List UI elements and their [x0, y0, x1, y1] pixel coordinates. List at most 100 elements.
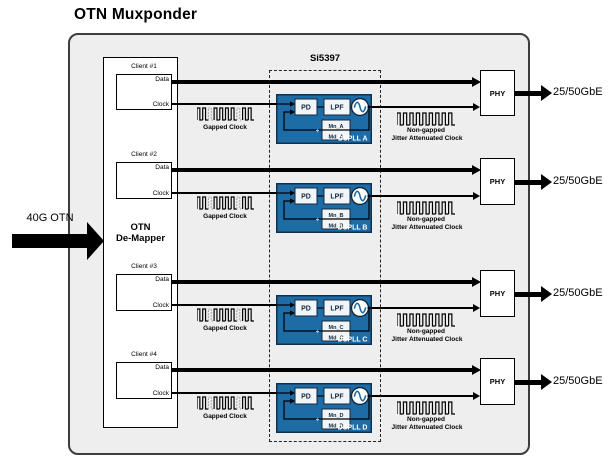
client-data-port-label: Data: [155, 164, 169, 171]
phase-detector-label: PD: [301, 306, 311, 313]
clock-line: [172, 192, 276, 194]
phase-detector-label: PD: [301, 194, 311, 201]
phase-detector-box: [294, 187, 318, 205]
data-arrowhead-icon: [472, 277, 481, 287]
m-numerator-label: Mn_B: [329, 213, 344, 219]
otn-demapper-label: OTN De-Mapper: [103, 222, 178, 244]
dspll-output-line: [372, 106, 474, 108]
client-clock-port-label: Clock: [152, 101, 169, 108]
divide-symbol: ÷: [316, 329, 320, 335]
dspll-output-line: [372, 307, 474, 309]
gapped-clock-label: Gapped Clock: [203, 325, 247, 332]
gapped-clock-waveform-icon: [197, 196, 254, 210]
phy-output-line: [515, 291, 542, 297]
loop-filter-label: LPF: [330, 306, 344, 313]
divide-symbol: ÷: [316, 417, 320, 423]
loop-filter-label: LPF: [330, 394, 344, 401]
gapped-clock-waveform-icon: [197, 308, 254, 322]
nongapped-clock-waveform-icon: [397, 112, 455, 126]
client-label: Client #3: [131, 263, 157, 270]
loop-filter-label: LPF: [330, 194, 344, 201]
dspll-name-label: DSPLL C: [338, 337, 368, 344]
output-node-dot: [367, 105, 371, 109]
diagram-title: OTN Muxponder: [74, 6, 198, 23]
pd-input-arrowhead-icon: [290, 302, 295, 308]
m-numerator-label: Mn_A: [329, 124, 344, 130]
si5397-chip-outline: [269, 70, 381, 442]
data-arrowhead-icon: [472, 165, 481, 175]
output-arrowhead-icon: [541, 373, 552, 390]
phy-box: PHY: [480, 70, 515, 116]
phase-detector-label: PD: [301, 394, 311, 401]
m-numerator-label: Mn_C: [329, 325, 344, 331]
phy-box: PHY: [480, 158, 515, 205]
phy-output-line: [515, 379, 542, 385]
m-denominator-label: Md_D: [329, 423, 344, 429]
gapped-clock-label: Gapped Clock: [203, 413, 247, 420]
output-node-dot: [367, 394, 371, 398]
client-clock-port-label: Clock: [152, 190, 169, 197]
clock-line: [172, 103, 276, 105]
client-box: Data Clock: [116, 74, 172, 110]
loop-filter-box: [323, 98, 351, 116]
data-arrowhead-icon: [472, 77, 481, 87]
loop-filter-box: [323, 387, 351, 405]
client-box: Data Clock: [116, 274, 172, 311]
nongapped-label-line2: Jitter Attenuated Clock: [391, 224, 463, 231]
phy-clock-arrowhead-icon: [473, 392, 480, 400]
dspll-output-line: [372, 195, 474, 197]
m-denominator-label: Md_B: [329, 223, 344, 229]
output-arrowhead-icon: [541, 84, 552, 101]
nongapped-label-line1: Non-gapped: [407, 328, 445, 335]
nongapped-clock-waveform-icon: [397, 401, 455, 415]
data-line: [172, 368, 472, 372]
dspll-block: PD LPF ÷ Mn_A Md_A DSPLL A: [276, 94, 372, 144]
phy-clock-arrowhead-icon: [473, 103, 480, 111]
dspll-output-line: [372, 395, 474, 397]
nongapped-clock-waveform-icon: [397, 313, 455, 327]
si5397-chip-label: Si5397: [309, 53, 341, 64]
dspll-block: PD LPF ÷ Mn_D Md_D DSPLL D: [276, 383, 372, 433]
phase-detector-label: PD: [301, 105, 311, 112]
nongapped-label-line1: Non-gapped: [407, 127, 445, 134]
data-arrowhead-icon: [472, 365, 481, 375]
pd-input-arrowhead-icon: [290, 190, 295, 196]
sine-wave-icon: [353, 302, 367, 314]
loop-filter-box: [323, 299, 351, 317]
loop-filter-box: [323, 187, 351, 205]
phy-output-line: [515, 179, 542, 185]
gapped-clock-waveform-icon: [197, 107, 254, 121]
loop-filter-label: LPF: [330, 105, 344, 112]
client-label: Client #2: [131, 151, 157, 158]
phy-output-line: [515, 90, 542, 96]
m-denominator-label: Md_A: [329, 134, 344, 140]
otn-demapper-label-line1: OTN: [130, 222, 151, 233]
otn-demapper-label-line2: De-Mapper: [115, 233, 166, 244]
output-node-dot: [367, 306, 371, 310]
sine-wave-icon: [353, 390, 367, 402]
client-label: Client #1: [131, 63, 157, 70]
divide-symbol: ÷: [316, 217, 320, 223]
nongapped-label-line2: Jitter Attenuated Clock: [391, 424, 463, 431]
dspll-name-label: DSPLL B: [338, 225, 368, 232]
output-rate-label: 25/50GbE: [553, 175, 603, 187]
nongapped-label-line2: Jitter Attenuated Clock: [391, 336, 463, 343]
phy-box: PHY: [480, 270, 515, 317]
phase-detector-box: [294, 299, 318, 317]
nongapped-label-line1: Non-gapped: [407, 216, 445, 223]
pd-feedback-arrowhead-icon: [290, 398, 295, 404]
data-line: [172, 168, 472, 172]
nongapped-clock-waveform-icon: [397, 201, 455, 215]
pd-input-arrowhead-icon: [290, 390, 295, 396]
sine-wave-icon: [353, 190, 367, 202]
nongapped-label-line1: Non-gapped: [407, 416, 445, 423]
clock-line: [172, 304, 276, 306]
dspll-name-label: DSPLL D: [338, 425, 368, 432]
phase-detector-box: [294, 387, 318, 405]
output-rate-label: 25/50GbE: [553, 375, 603, 387]
input-arrow: [12, 234, 88, 248]
dspll-name-label: DSPLL A: [338, 136, 368, 143]
sine-wave-icon: [353, 101, 367, 113]
clock-line: [172, 392, 276, 394]
